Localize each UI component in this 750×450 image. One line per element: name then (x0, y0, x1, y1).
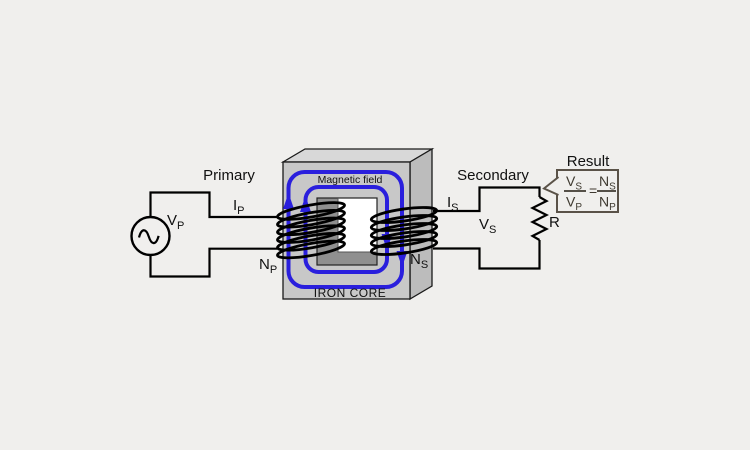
turns-ratio-formula: VS VP = NS NP (564, 173, 616, 213)
primary-current-label: IP (233, 197, 245, 217)
primary-turns-label: NP (259, 256, 277, 276)
iron-core-label: IRON CORE (314, 286, 387, 300)
load-resistor-label: R (549, 214, 560, 231)
formula-np: NP (599, 194, 616, 214)
primary-coil (276, 201, 346, 260)
secondary-top-wire (433, 186, 541, 213)
ac-source-icon (130, 215, 171, 257)
primary-circuit (130, 191, 277, 278)
result-callout: Result VS VP = NS NP (542, 153, 619, 213)
primary-top-wire (149, 191, 277, 219)
secondary-circuit (433, 186, 549, 270)
formula-vp: VP (566, 194, 582, 214)
secondary-turns-label: NS (410, 251, 428, 271)
core-window-shadow (317, 198, 377, 265)
formula-equals: = (589, 183, 597, 199)
formula-ns: NS (599, 173, 616, 193)
core-top-face (280, 148, 435, 163)
magnetic-field-label: Magnetic field (318, 174, 383, 186)
secondary-bottom-wire (433, 240, 541, 270)
secondary-voltage-label: VS (479, 216, 496, 236)
callout-pointer-icon (542, 176, 560, 196)
primary-section-label: Primary (203, 167, 255, 184)
field-arrow-up-inner-icon (300, 196, 311, 212)
primary-bottom-wire (149, 247, 277, 278)
core-window-inner-edge (337, 198, 377, 253)
result-title: Result (567, 153, 610, 170)
field-arrow-up-outer-icon (283, 193, 294, 209)
secondary-current-label: IS (447, 194, 459, 214)
resistor-icon (530, 196, 549, 241)
sine-wave-icon (137, 229, 160, 245)
secondary-section-label: Secondary (457, 167, 529, 184)
formula-vs: VS (566, 173, 582, 193)
source-voltage-label: VP (167, 212, 184, 232)
secondary-coil (369, 206, 439, 256)
